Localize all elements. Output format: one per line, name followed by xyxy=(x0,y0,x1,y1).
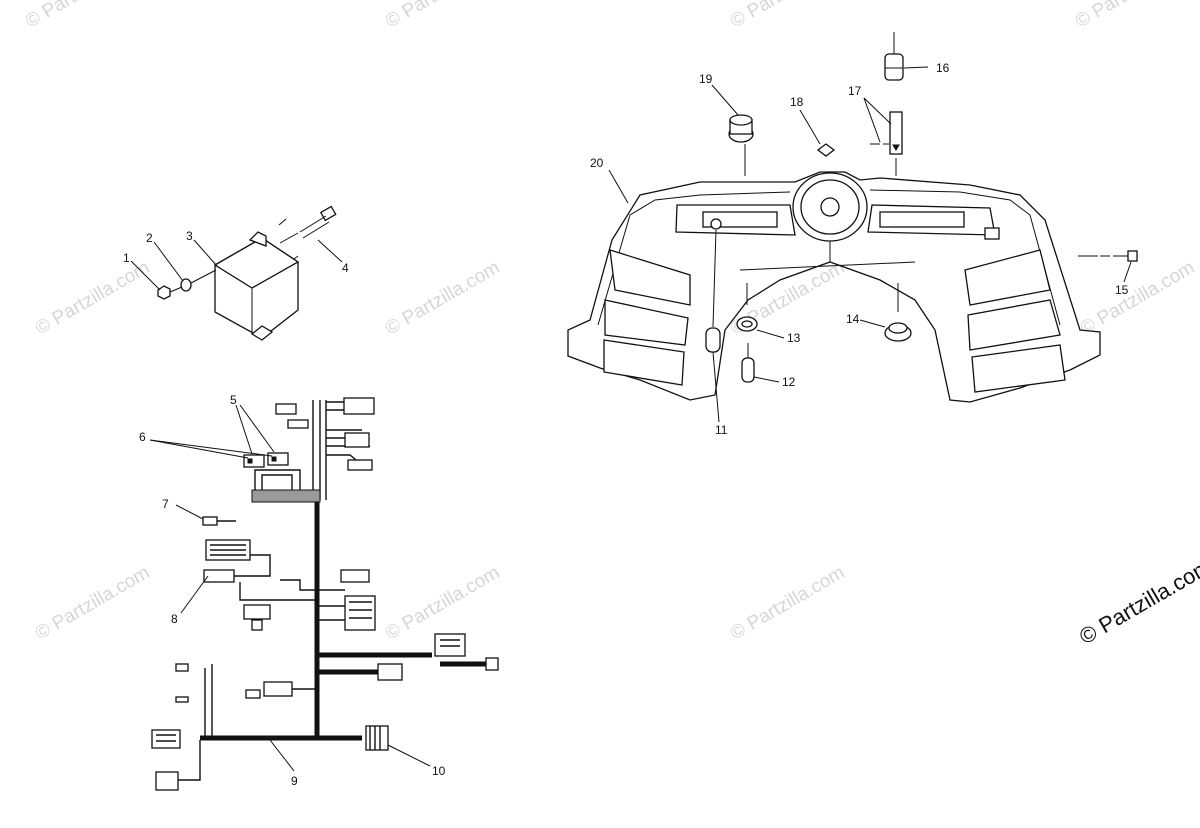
callout-13: 13 xyxy=(787,331,801,345)
sensor-part xyxy=(884,32,904,81)
callouts: 1 2 3 4 5 6 7 8 9 10 11 12 13 14 15 16 1… xyxy=(123,61,1129,788)
knob-part xyxy=(728,114,754,176)
callout-2: 2 xyxy=(146,231,153,245)
washer-part xyxy=(180,278,192,292)
callout-6: 6 xyxy=(139,430,146,444)
clip-part xyxy=(816,143,836,157)
regulator-part xyxy=(213,231,300,341)
watermark: © Partzilla.com xyxy=(32,257,153,339)
callout-11: 11 xyxy=(715,423,728,437)
bulb-part xyxy=(741,343,755,383)
bolt-part xyxy=(278,205,337,263)
callout-5: 5 xyxy=(230,393,237,407)
watermark: © Partzilla.com xyxy=(382,562,503,644)
grommet-part xyxy=(884,283,912,342)
switch-part xyxy=(870,111,903,176)
callout-14: 14 xyxy=(846,312,860,326)
callout-19: 19 xyxy=(699,72,713,86)
regulator-assembly xyxy=(130,205,343,341)
callout-18: 18 xyxy=(790,95,804,109)
wiring-harness xyxy=(149,397,499,791)
callout-10: 10 xyxy=(432,764,446,778)
callout-16: 16 xyxy=(936,61,950,75)
callout-17: 17 xyxy=(848,84,862,98)
callout-9: 9 xyxy=(291,774,298,788)
nut-part xyxy=(157,285,171,300)
callout-20: 20 xyxy=(590,156,604,170)
callout-8: 8 xyxy=(171,612,178,626)
callout-12: 12 xyxy=(782,375,796,389)
watermark: © Partzilla.com xyxy=(22,0,143,32)
indicator-part xyxy=(705,229,721,353)
main-connector-part xyxy=(365,725,389,751)
watermark: © Partzilla.com xyxy=(382,257,503,339)
nut-13-part xyxy=(736,283,758,332)
screw-part xyxy=(1078,250,1138,262)
callout-4: 4 xyxy=(342,261,349,275)
callout-1: 1 xyxy=(123,251,130,265)
watermark: © Partzilla.com xyxy=(1072,0,1193,32)
watermark: © Partzilla.com xyxy=(382,0,503,32)
watermark: © Partzilla.com xyxy=(1077,257,1198,339)
watermark-corner: © Partzilla.com xyxy=(1075,554,1200,650)
callout-3: 3 xyxy=(186,229,193,243)
watermark: © Partzilla.com xyxy=(727,0,848,32)
watermark: © Partzilla.com xyxy=(32,562,153,644)
callout-15: 15 xyxy=(1115,283,1129,297)
dashboard-assembly xyxy=(567,32,1138,423)
harness-grommet xyxy=(251,489,321,503)
fuse-part xyxy=(202,516,218,526)
callout-7: 7 xyxy=(162,497,169,511)
watermark: © Partzilla.com xyxy=(727,562,848,644)
